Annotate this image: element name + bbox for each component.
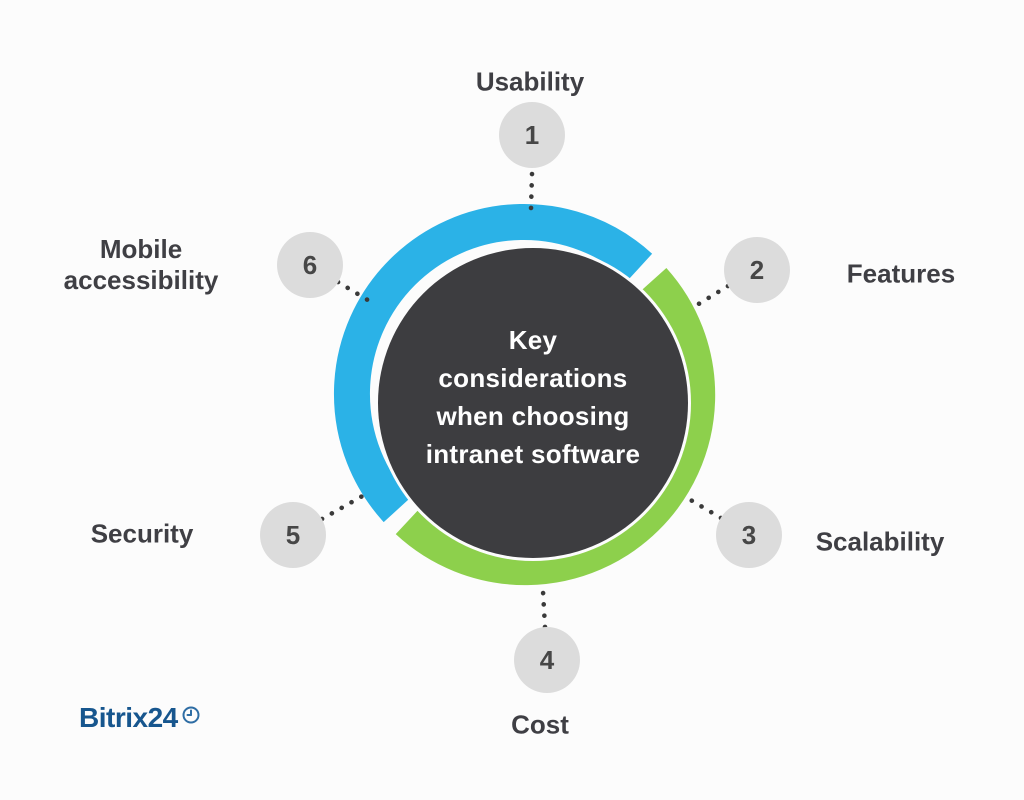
step-label-security: Security xyxy=(90,518,194,549)
step-circle-1: 1 xyxy=(499,102,565,168)
step-circle-3: 3 xyxy=(716,502,782,568)
step-number: 3 xyxy=(741,519,757,550)
connector-line-1 xyxy=(528,171,535,212)
connector-line-4 xyxy=(540,588,548,630)
step-number: 6 xyxy=(302,249,318,280)
step-number: 5 xyxy=(285,519,301,550)
step-label-usability: Usability xyxy=(475,66,585,97)
center-circle xyxy=(378,248,688,558)
center-title-line: considerations xyxy=(438,363,628,393)
bitrix24-logo-text: Bitrix24 xyxy=(79,702,178,733)
step-label-mobile-accessibility: Mobile accessibility xyxy=(63,234,219,295)
step-label-features: Features xyxy=(846,258,956,289)
connector-line-2 xyxy=(689,283,731,311)
step-circle-6: 6 xyxy=(277,232,343,298)
connector-line-6 xyxy=(335,279,374,305)
connector-line-5 xyxy=(319,491,369,522)
step-label-scalability: Scalability xyxy=(815,526,945,557)
center-title-line: Key xyxy=(508,325,558,355)
center-title-line: when choosing xyxy=(436,401,630,431)
step-number: 1 xyxy=(524,119,540,150)
center-title-line: intranet software xyxy=(425,439,641,469)
step-label-cost: Cost xyxy=(511,709,569,740)
ring-segment-green xyxy=(395,267,716,586)
center-title: Key considerations when choosing intrane… xyxy=(368,321,698,473)
step-circle-5: 5 xyxy=(260,502,326,568)
step-circle-2: 2 xyxy=(724,237,790,303)
step-circle-4: 4 xyxy=(514,627,580,693)
step-number: 2 xyxy=(749,254,765,285)
connector-line-3 xyxy=(686,496,724,521)
clock-icon xyxy=(182,706,200,724)
ring-segment-blue xyxy=(333,203,653,523)
step-number: 4 xyxy=(539,644,555,675)
bitrix24-logo: Bitrix24 xyxy=(79,703,200,733)
